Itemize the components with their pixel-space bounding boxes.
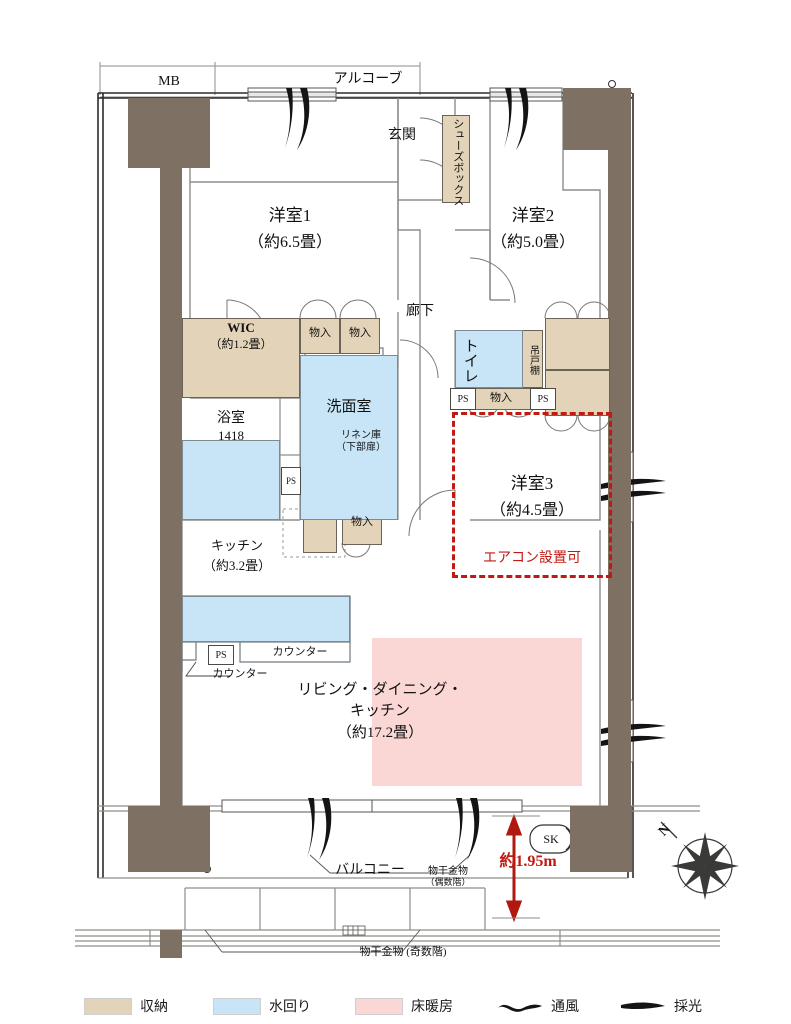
legend-item-water: 水回り (213, 996, 311, 1016)
label-dryer-even: 物干金物 (428, 866, 468, 877)
legend-item-ventilation: 通風 (497, 996, 579, 1016)
ps-label-washroom: PS (281, 467, 301, 495)
wall-block-bottom-right (570, 806, 632, 872)
wall-block-top-left (128, 98, 210, 168)
label-kitchen-size: （約3.2畳） (202, 558, 272, 573)
label-dryer-even-sub: （偶数階） (425, 877, 471, 887)
closet-upper-right (340, 318, 380, 354)
legend-swatch-floor-heating (355, 997, 403, 1015)
label-linen: リネン庫 (341, 430, 381, 441)
wall-stub-bottom-left (160, 930, 182, 958)
label-genkan: 玄関 (388, 128, 416, 143)
label-room2-name: 洋室2 (511, 206, 555, 225)
label-sk: SK (543, 832, 559, 846)
label-counter-main: カウンター (272, 646, 328, 658)
label-dimension: 約1.95m (499, 853, 557, 870)
label-room2-size: （約5.0畳） (490, 234, 575, 251)
ps-text: PS (457, 393, 469, 405)
legend-label-water: 水回り (269, 1000, 311, 1015)
legend-label-daylight: 採光 (674, 1000, 702, 1015)
ps-label-kitchen: PS (208, 645, 234, 665)
legend-item-daylight: 採光 (620, 996, 702, 1016)
shoe-box (442, 115, 470, 203)
ps-text: PS (215, 649, 227, 661)
label-ldk-size: （約17.2畳） (336, 725, 424, 741)
label-room1-size: （約6.5畳） (247, 234, 332, 251)
label-kitchen-name: キッチン (210, 538, 263, 553)
aircon-install-zone (452, 412, 612, 578)
closet-upper-left (300, 318, 340, 354)
wall-block-bottom-left (128, 806, 210, 872)
label-corridor: 廊下 (406, 304, 434, 319)
legend-label-storage: 収納 (140, 1000, 168, 1015)
label-washroom: 洗面室 (326, 399, 372, 415)
label-closet-upper-left: 物入 (309, 327, 331, 339)
legend-item-storage: 収納 (84, 996, 168, 1016)
label-balcony: バルコニー (335, 863, 405, 878)
label-bath-name: 浴室 (217, 411, 245, 426)
label-closet-under-toilet: 物入 (490, 392, 512, 404)
wall-pier-right-lower (608, 500, 631, 806)
label-room1-name: 洋室1 (268, 206, 312, 225)
ps-label-toilet-left: PS (450, 388, 476, 410)
label-wic-name: WIC (227, 320, 255, 335)
washroom-area (300, 355, 398, 520)
label-wic-size: （約1.2畳） (209, 337, 273, 351)
label-hanging-cabinet: 吊戸棚 (527, 345, 539, 375)
label-mb: MB (158, 74, 180, 89)
toilet-area (455, 330, 523, 388)
ps-text: PS (537, 393, 549, 405)
label-ldk-name2: キッチン (349, 703, 410, 719)
wall-pier-right (608, 150, 631, 500)
legend-item-floor-heating: 床暖房 (355, 996, 453, 1016)
legend-swatch-water (213, 997, 261, 1015)
label-counter-leader: カウンター (212, 668, 268, 680)
label-aircon-note: エアコン設置可 (483, 551, 581, 566)
label-room3-size: （約4.5畳） (489, 502, 574, 519)
ps-label-toilet-right: PS (530, 388, 556, 410)
label-closet-kitchen: 物入 (351, 516, 373, 528)
label-dryer-odd: 物干金物 (奇数階) (359, 946, 447, 958)
label-bath-size: 1418 (218, 428, 244, 443)
legend-label-ventilation: 通風 (551, 1000, 579, 1015)
daylight-arrow-icon (620, 999, 666, 1014)
label-ldk-name: リビング・ダイニング・ (297, 682, 463, 698)
label-closet-upper-right: 物入 (349, 327, 371, 339)
wall-pier-left-upper (160, 168, 182, 806)
wall-block-top-right (563, 88, 631, 150)
label-alcove: アルコーブ (333, 72, 403, 87)
tall-closet-upper (545, 318, 610, 370)
label-room3-name: 洋室3 (510, 474, 554, 493)
floor-heating-zone (372, 638, 582, 786)
kitchen-sink-counter (182, 596, 350, 642)
ventilation-wave-icon (497, 999, 543, 1014)
wic-storage (182, 318, 300, 398)
legend: 収納 水回り 床暖房 通風 採光 (0, 986, 791, 1024)
ps-text: PS (285, 476, 296, 486)
label-linen-sub: （下部扉） (336, 442, 386, 453)
bathroom-area (182, 440, 280, 520)
legend-swatch-storage (84, 997, 132, 1015)
legend-label-floor-heating: 床暖房 (411, 1000, 453, 1015)
label-toilet: トイレ (461, 337, 478, 383)
label-shoe-box: シューズボックス (451, 118, 464, 206)
